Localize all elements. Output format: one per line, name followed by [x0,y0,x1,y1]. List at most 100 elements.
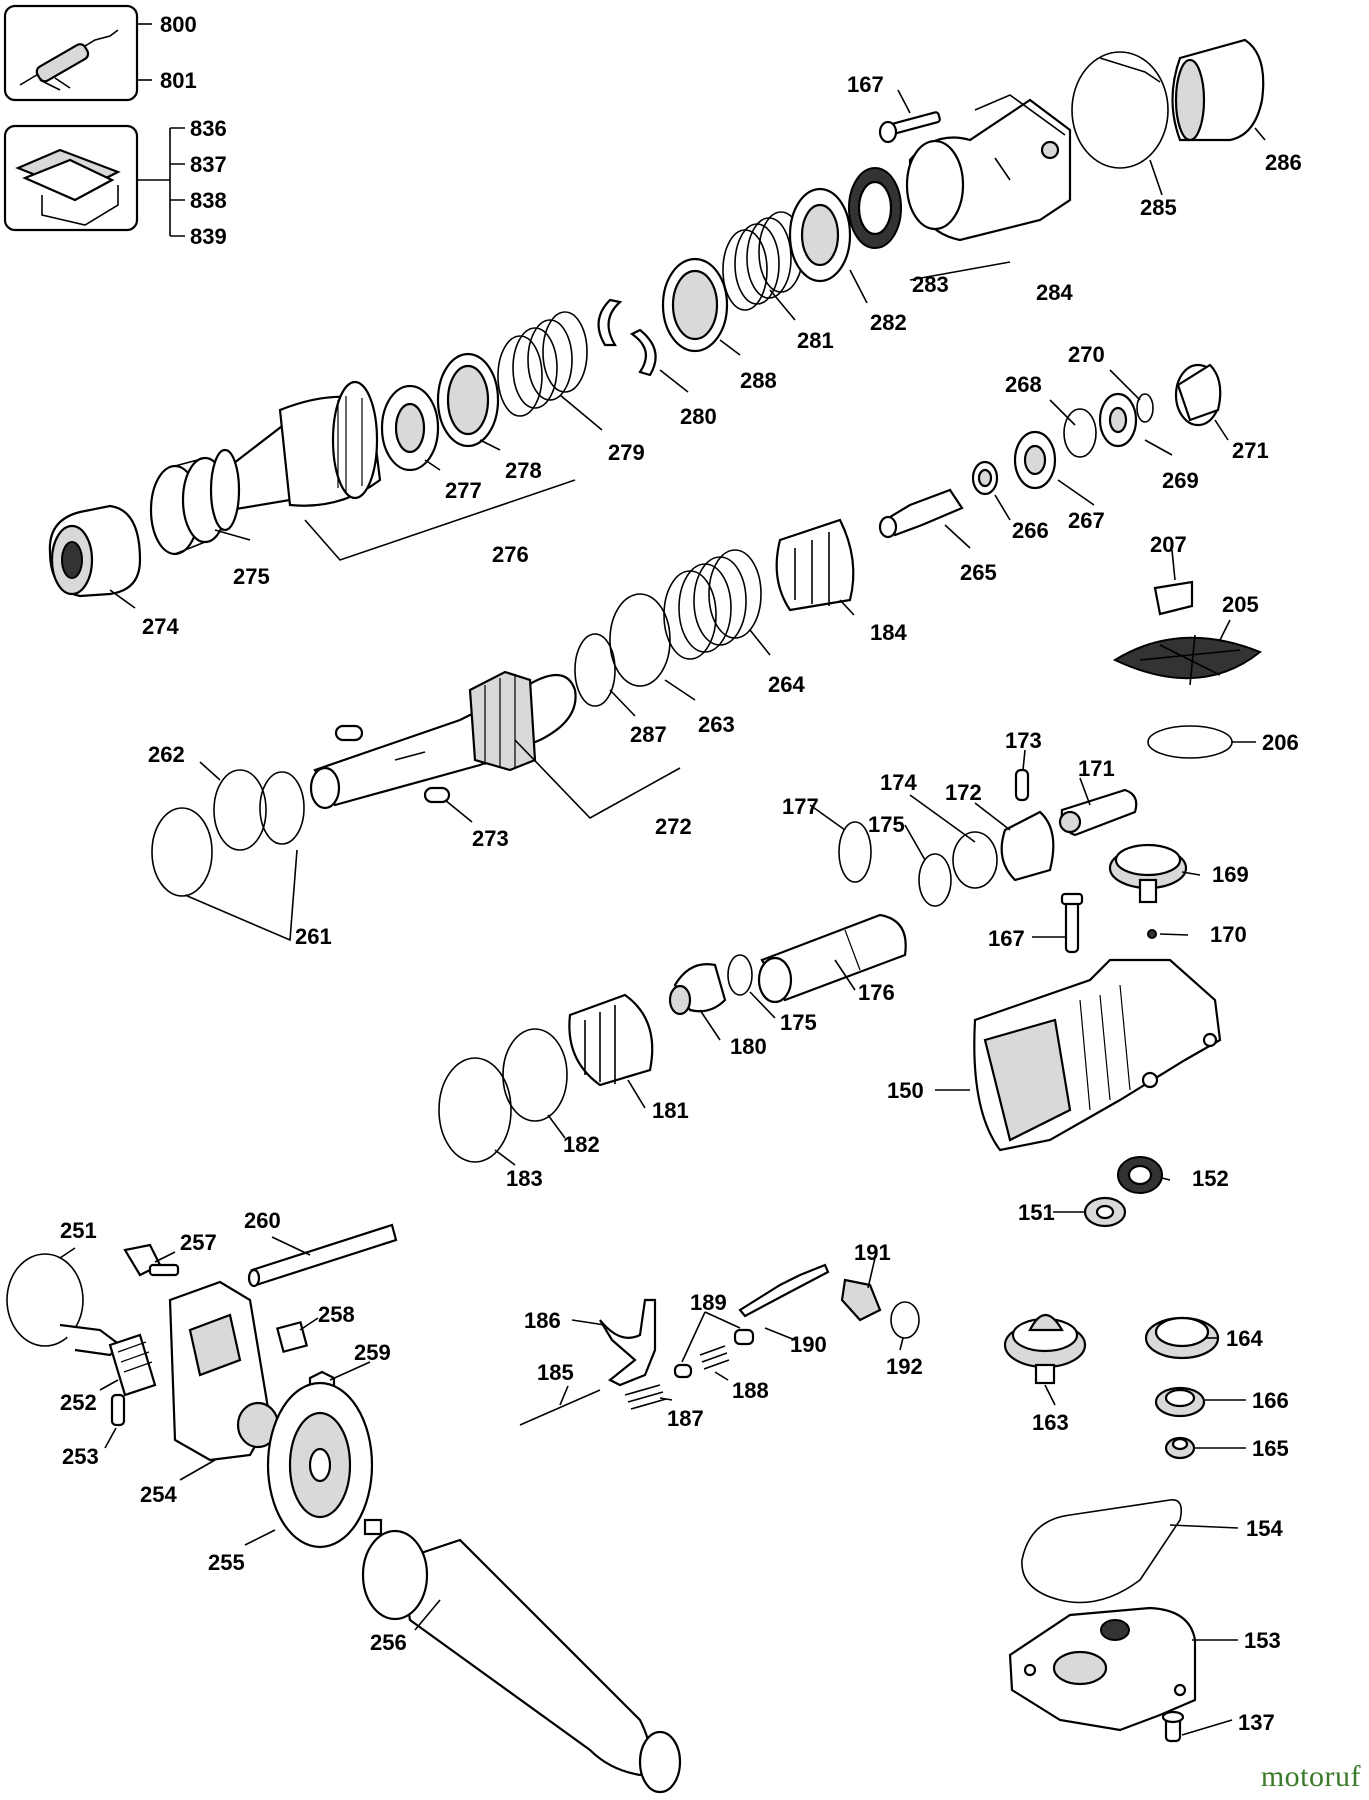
part-281-spring [722,211,804,311]
label-169: 169 [1212,862,1249,887]
part-number-labels: 800 801 836 837 838 839 167 286 285 283 … [60,12,1302,1735]
part-205-diaphragm [1112,634,1262,686]
label-205: 205 [1222,592,1259,617]
label-175-lower: 175 [780,1010,817,1035]
label-276: 276 [492,542,529,567]
part-171-connecting-rod [1058,788,1138,837]
part-257-wing-screw [123,1243,180,1277]
label-801: 801 [160,68,197,93]
label-265: 265 [960,560,997,585]
label-181: 181 [652,1098,689,1123]
label-252: 252 [60,1390,97,1415]
part-286-end-cap [1171,38,1265,142]
part-186-fork [599,1298,657,1387]
part-288-washer [661,257,729,353]
part-264-spring [663,549,762,660]
part-180-ram [668,963,727,1016]
label-186: 186 [524,1308,561,1333]
part-274-nose-cap [48,504,142,598]
label-837: 837 [190,152,227,177]
part-184-cage [775,518,855,612]
label-192: 192 [886,1354,923,1379]
label-262: 262 [148,742,185,767]
part-206-o-ring [1147,725,1233,759]
label-284: 284 [1036,280,1073,305]
part-164-gear [1144,1316,1220,1360]
label-172: 172 [945,780,982,805]
part-278-ring [436,352,500,448]
label-254: 254 [140,1482,177,1507]
label-185: 185 [537,1360,574,1385]
label-286: 286 [1265,150,1302,175]
label-171: 171 [1078,756,1115,781]
part-154-gasket [1021,1499,1183,1604]
label-263: 263 [698,712,735,737]
part-266-ring [971,460,999,496]
label-273: 273 [472,826,509,851]
label-151: 151 [1018,1200,1055,1225]
part-176-cylinder [757,913,907,1004]
part-167-screw-upper [878,111,941,144]
label-187: 187 [667,1406,704,1431]
label-174: 174 [880,770,917,795]
accessory-box-tool-case [3,124,185,237]
part-276-collar-housing [209,380,382,532]
label-164: 164 [1226,1326,1263,1351]
label-150: 150 [887,1078,924,1103]
label-137: 137 [1238,1710,1275,1735]
part-261-rings [151,771,305,897]
part-265-striker [878,488,964,539]
part-279-spring [497,311,588,417]
label-267: 267 [1068,508,1105,533]
label-264: 264 [768,672,805,697]
part-150-gear-housing [973,958,1222,1152]
label-153: 153 [1244,1628,1281,1653]
part-153-gearbox-cover [1008,1606,1197,1732]
leader-lines [59,89,1266,1736]
part-170-clip [1147,929,1157,939]
label-275: 275 [233,564,270,589]
part-183-ring [438,1057,512,1163]
label-266: 266 [1012,518,1049,543]
accessory-box-grease-gun [3,4,152,102]
label-260: 260 [244,1208,281,1233]
label-280: 280 [680,404,717,429]
label-167-upper: 167 [847,72,884,97]
part-287-ring [574,633,616,707]
part-251-clamp [6,1253,122,1357]
label-288: 288 [740,368,777,393]
label-182: 182 [563,1132,600,1157]
label-257: 257 [180,1230,217,1255]
label-173: 173 [1005,728,1042,753]
part-252-threaded-sleeve [108,1333,157,1397]
part-191-selector [840,1278,882,1322]
part-137-screw [1161,1710,1185,1743]
label-175-upper: 175 [868,812,905,837]
part-280-clip [597,298,657,377]
label-177: 177 [782,794,819,819]
label-154: 154 [1246,1516,1283,1541]
label-839: 839 [190,224,227,249]
part-167-screw-lower [1060,892,1084,954]
label-167-lower: 167 [988,926,1025,951]
part-189-pins [673,1328,755,1379]
label-256: 256 [370,1630,407,1655]
label-188: 188 [732,1378,769,1403]
label-176: 176 [858,980,895,1005]
part-188-spring [699,1345,730,1370]
label-268: 268 [1005,372,1042,397]
part-169-gear [1108,843,1188,904]
part-181-gear-ring [568,993,654,1087]
part-185-rod [519,1389,601,1426]
part-182-ring [502,1028,568,1122]
label-255: 255 [208,1550,245,1575]
part-175-ring-lower [727,954,753,996]
part-282-washer [788,187,852,283]
label-800: 800 [160,12,197,37]
label-836: 836 [190,116,227,141]
part-190-spring-plate [738,1263,830,1318]
watermark-logo: motoruf [1260,1760,1361,1793]
label-281: 281 [797,328,834,353]
part-187-spring [624,1384,667,1410]
